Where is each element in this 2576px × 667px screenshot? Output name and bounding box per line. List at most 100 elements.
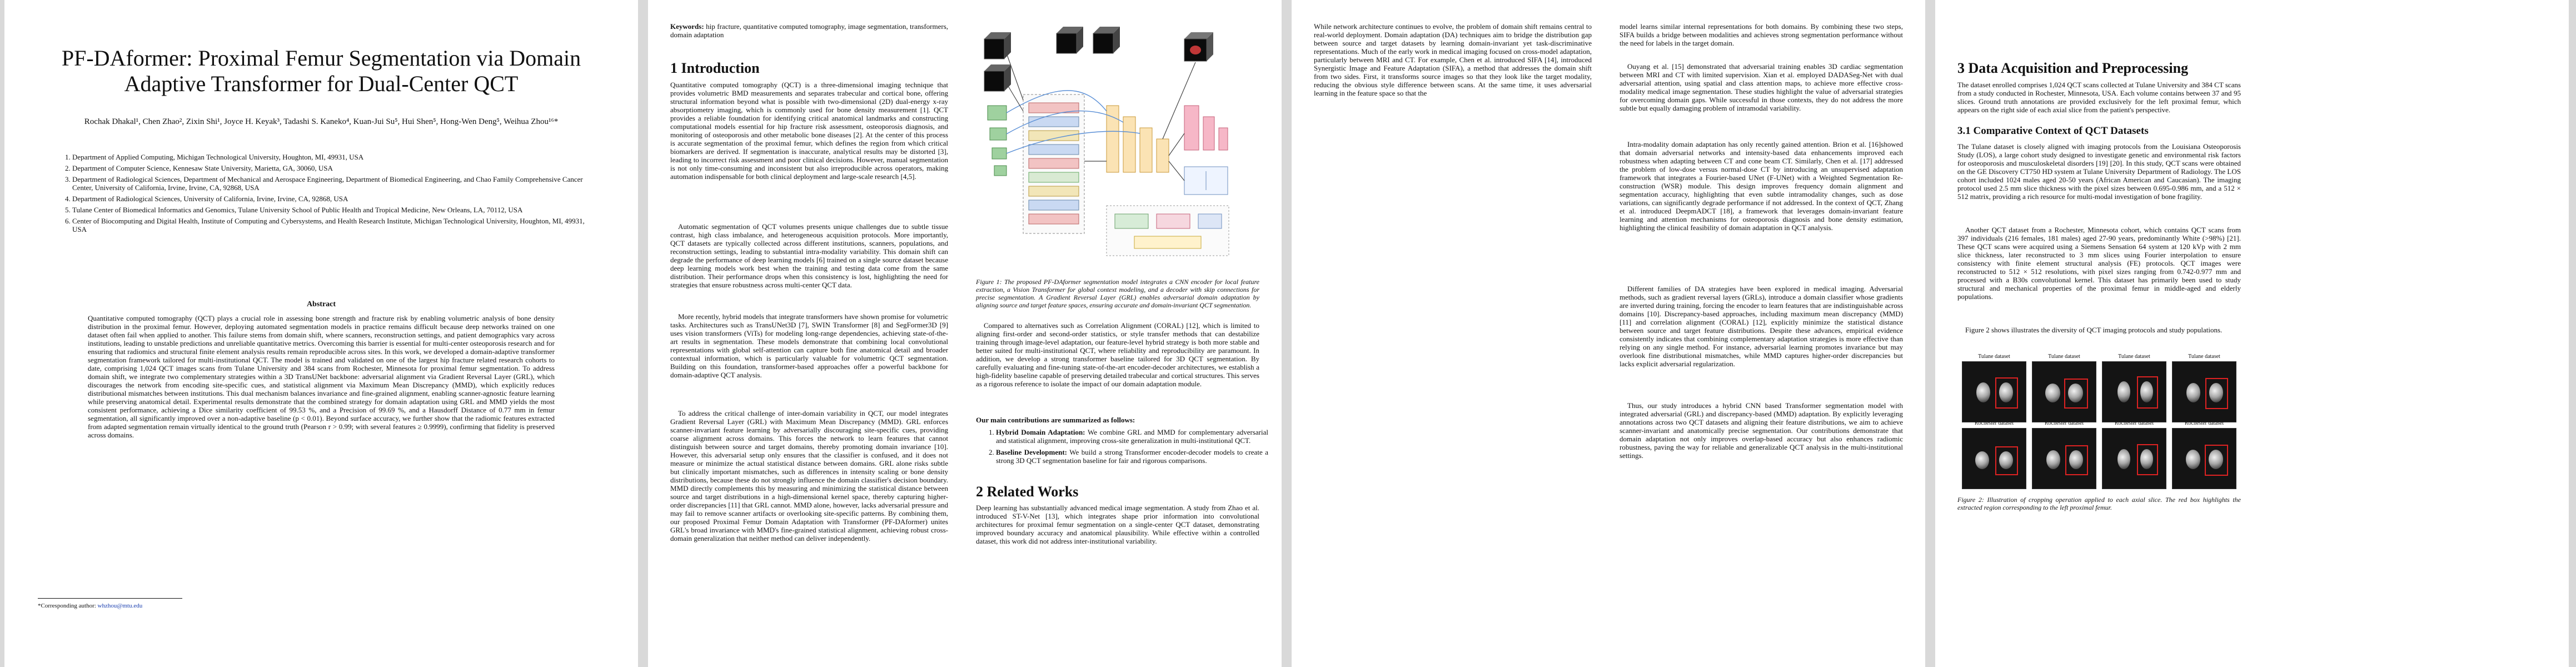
related-paragraph-3: Ouyang et al. [15] demonstrated that adv…	[1620, 62, 1903, 112]
skip-connection	[1006, 110, 1124, 135]
crop-roi-box	[2136, 444, 2158, 475]
section-heading-related-works: 2 Related Works	[976, 484, 1079, 500]
grl-domain-classifier	[1218, 127, 1228, 151]
encoder-block	[987, 105, 1007, 121]
intro-paragraph-1: Quantitative computed tomography (QCT) i…	[670, 81, 948, 181]
related-paragraph-1: Deep learning has substantially advanced…	[976, 504, 1259, 545]
segmentation-loss-block	[1114, 213, 1149, 229]
affiliation-item: Department of Applied Computing, Michiga…	[72, 153, 600, 161]
related-paragraph-6: Thus, our study introduces a hybrid CNN …	[1620, 401, 1903, 460]
crop-roi-box	[2205, 378, 2228, 409]
contributions-heading: Our main contributions are summarized as…	[976, 416, 1135, 424]
contributions-list: Hybrid Domain Adaptation: We combine GRL…	[981, 428, 1268, 468]
domain-loss-block	[1156, 213, 1190, 229]
abstract-heading: Abstract	[306, 300, 336, 308]
crop-roi-box	[1995, 446, 2018, 475]
slice-label: Rochester dataset	[2184, 420, 2224, 426]
section-heading-data-acquisition: 3 Data Acquisition and Preprocessing	[1957, 60, 2189, 76]
crop-roi-box	[1995, 377, 2018, 409]
decoder-block	[1156, 138, 1169, 173]
encoder-block	[994, 165, 1007, 176]
footnote-label: *Corresponding author:	[38, 603, 96, 609]
data-paragraph-2: The Tulane dataset is closely aligned wi…	[1957, 142, 2241, 201]
paragraph-methods-comparison: Compared to alternatives such as Correla…	[976, 321, 1259, 388]
data-paragraph-3: Another QCT dataset from a Rochester, Mi…	[1957, 226, 2241, 301]
flow-arrow	[1006, 53, 1024, 101]
ct-slice-image: Rochester dataset	[1962, 420, 2026, 489]
footnote: *Corresponding author: whzhou@mtu.edu	[38, 603, 427, 610]
ct-slice-image: Tulane dataset	[2032, 354, 2096, 422]
input-volume-source	[984, 32, 1011, 59]
data-paragraph-4: Figure 2 shows illustrates the diversity…	[1965, 326, 2223, 334]
transformer-layer	[1028, 102, 1079, 113]
input-volume-4	[1093, 27, 1120, 54]
affiliation-item: Department of Radiological Sciences, Uni…	[72, 195, 600, 203]
contribution-label: Hybrid Domain Adaptation:	[996, 428, 1085, 436]
slice-label: Tulane dataset	[2048, 354, 2080, 360]
keywords-text: hip fracture, quantitative computed tomo…	[670, 22, 949, 39]
related-paragraph-4: Intra-modality domain adaptation has onl…	[1620, 140, 1903, 232]
intro-paragraph-3: More recently, hybrid models that integr…	[670, 312, 948, 379]
figure-1-architecture-diagram	[984, 27, 1229, 256]
mmd-loss-block	[1198, 213, 1222, 229]
contribution-text: We build a strong Transformer encoder-de…	[996, 448, 1268, 465]
subsection-heading-qct-datasets: 3.1 Comparative Context of QCT Datasets	[1957, 125, 2149, 137]
transformer-layer	[1028, 200, 1079, 211]
ct-slice-image: Tulane dataset	[2102, 354, 2166, 422]
crop-roi-box	[2065, 445, 2088, 475]
related-paragraph-5: Different families of DA strategies have…	[1620, 285, 1903, 368]
flow-arrow	[1162, 62, 1196, 140]
ct-slice-image: Tulane dataset	[1962, 354, 2026, 422]
slice-label: Tulane dataset	[2188, 354, 2220, 360]
abstract-text: Quantitative computed tomography (QCT) p…	[88, 314, 555, 439]
transformer-layer	[1028, 116, 1079, 127]
section-heading-introduction: 1 Introduction	[670, 60, 760, 76]
input-volume-target	[984, 64, 1011, 92]
slice-label: Tulane dataset	[2118, 354, 2150, 360]
affiliation-item: Tulane Center of Biomedical Informatics …	[72, 206, 600, 214]
transformer-layer	[1028, 144, 1079, 155]
crop-roi-box	[2064, 379, 2088, 409]
related-paragraph-2-cont: model learns similar internal representa…	[1620, 22, 1903, 47]
decoder-block	[1123, 116, 1136, 173]
page-4: 3 Data Acquisition and Preprocessing The…	[1935, 0, 2569, 667]
affiliation-list: Department of Applied Computing, Michiga…	[58, 153, 600, 236]
page-2: Keywords: hip fracture, quantitative com…	[648, 0, 1282, 667]
decoder-block	[1139, 127, 1153, 173]
figure-2-slice-grid: Tulane dataset Tulane dataset Tulane dat…	[1962, 354, 2236, 489]
ct-slice-image: Rochester dataset	[2032, 420, 2096, 489]
encoder-block	[989, 127, 1007, 141]
transformer-layer	[1028, 213, 1079, 225]
contribution-item: Hybrid Domain Adaptation: We combine GRL…	[996, 428, 1268, 445]
slice-label: Rochester dataset	[2044, 420, 2084, 426]
skip-connection	[1006, 131, 1140, 154]
author-list: Rochak Dhakal¹, Chen Zhao², Zixin Shi¹, …	[84, 117, 559, 126]
intro-paragraph-4: To address the critical challenge of int…	[670, 409, 948, 542]
data-paragraph-1: The dataset enrolled comprises 1,024 QCT…	[1957, 81, 2241, 114]
keywords-label: Keywords:	[670, 22, 704, 31]
intro-paragraph-2: Automatic segmentation of QCT volumes pr…	[670, 222, 948, 289]
decoder-block	[1106, 105, 1119, 173]
related-paragraph-2: While network architecture continues to …	[1314, 22, 1592, 97]
author-email-link[interactable]: whzhou@mtu.edu	[97, 603, 143, 609]
input-volume-3	[1056, 27, 1083, 54]
crop-roi-box	[2136, 376, 2158, 409]
transformer-layer	[1028, 158, 1079, 169]
flow-arrow	[1168, 133, 1185, 156]
slice-label: Tulane dataset	[1978, 354, 2010, 360]
crop-roi-box	[2205, 445, 2228, 476]
figure-2-caption: Figure 2: Illustration of cropping opera…	[1957, 496, 2241, 511]
ct-slice-image: Rochester dataset	[2172, 420, 2236, 489]
transformer-layer	[1028, 172, 1079, 183]
paper-title: PF-DAformer: Proximal Femur Segmentation…	[61, 46, 581, 96]
total-loss-block	[1134, 236, 1202, 249]
contribution-item: Baseline Development: We build a strong …	[996, 448, 1268, 465]
footnote-rule	[38, 598, 182, 599]
page-3: While network architecture continues to …	[1292, 0, 1925, 667]
slice-label: Rochester dataset	[2114, 420, 2154, 426]
output-volume	[1184, 32, 1213, 62]
encoder-block	[991, 147, 1007, 160]
affiliation-item: Center of Biocomputing and Digital Healt…	[72, 217, 600, 233]
grl-domain-classifier	[1184, 105, 1199, 151]
transformer-layer	[1028, 130, 1079, 141]
